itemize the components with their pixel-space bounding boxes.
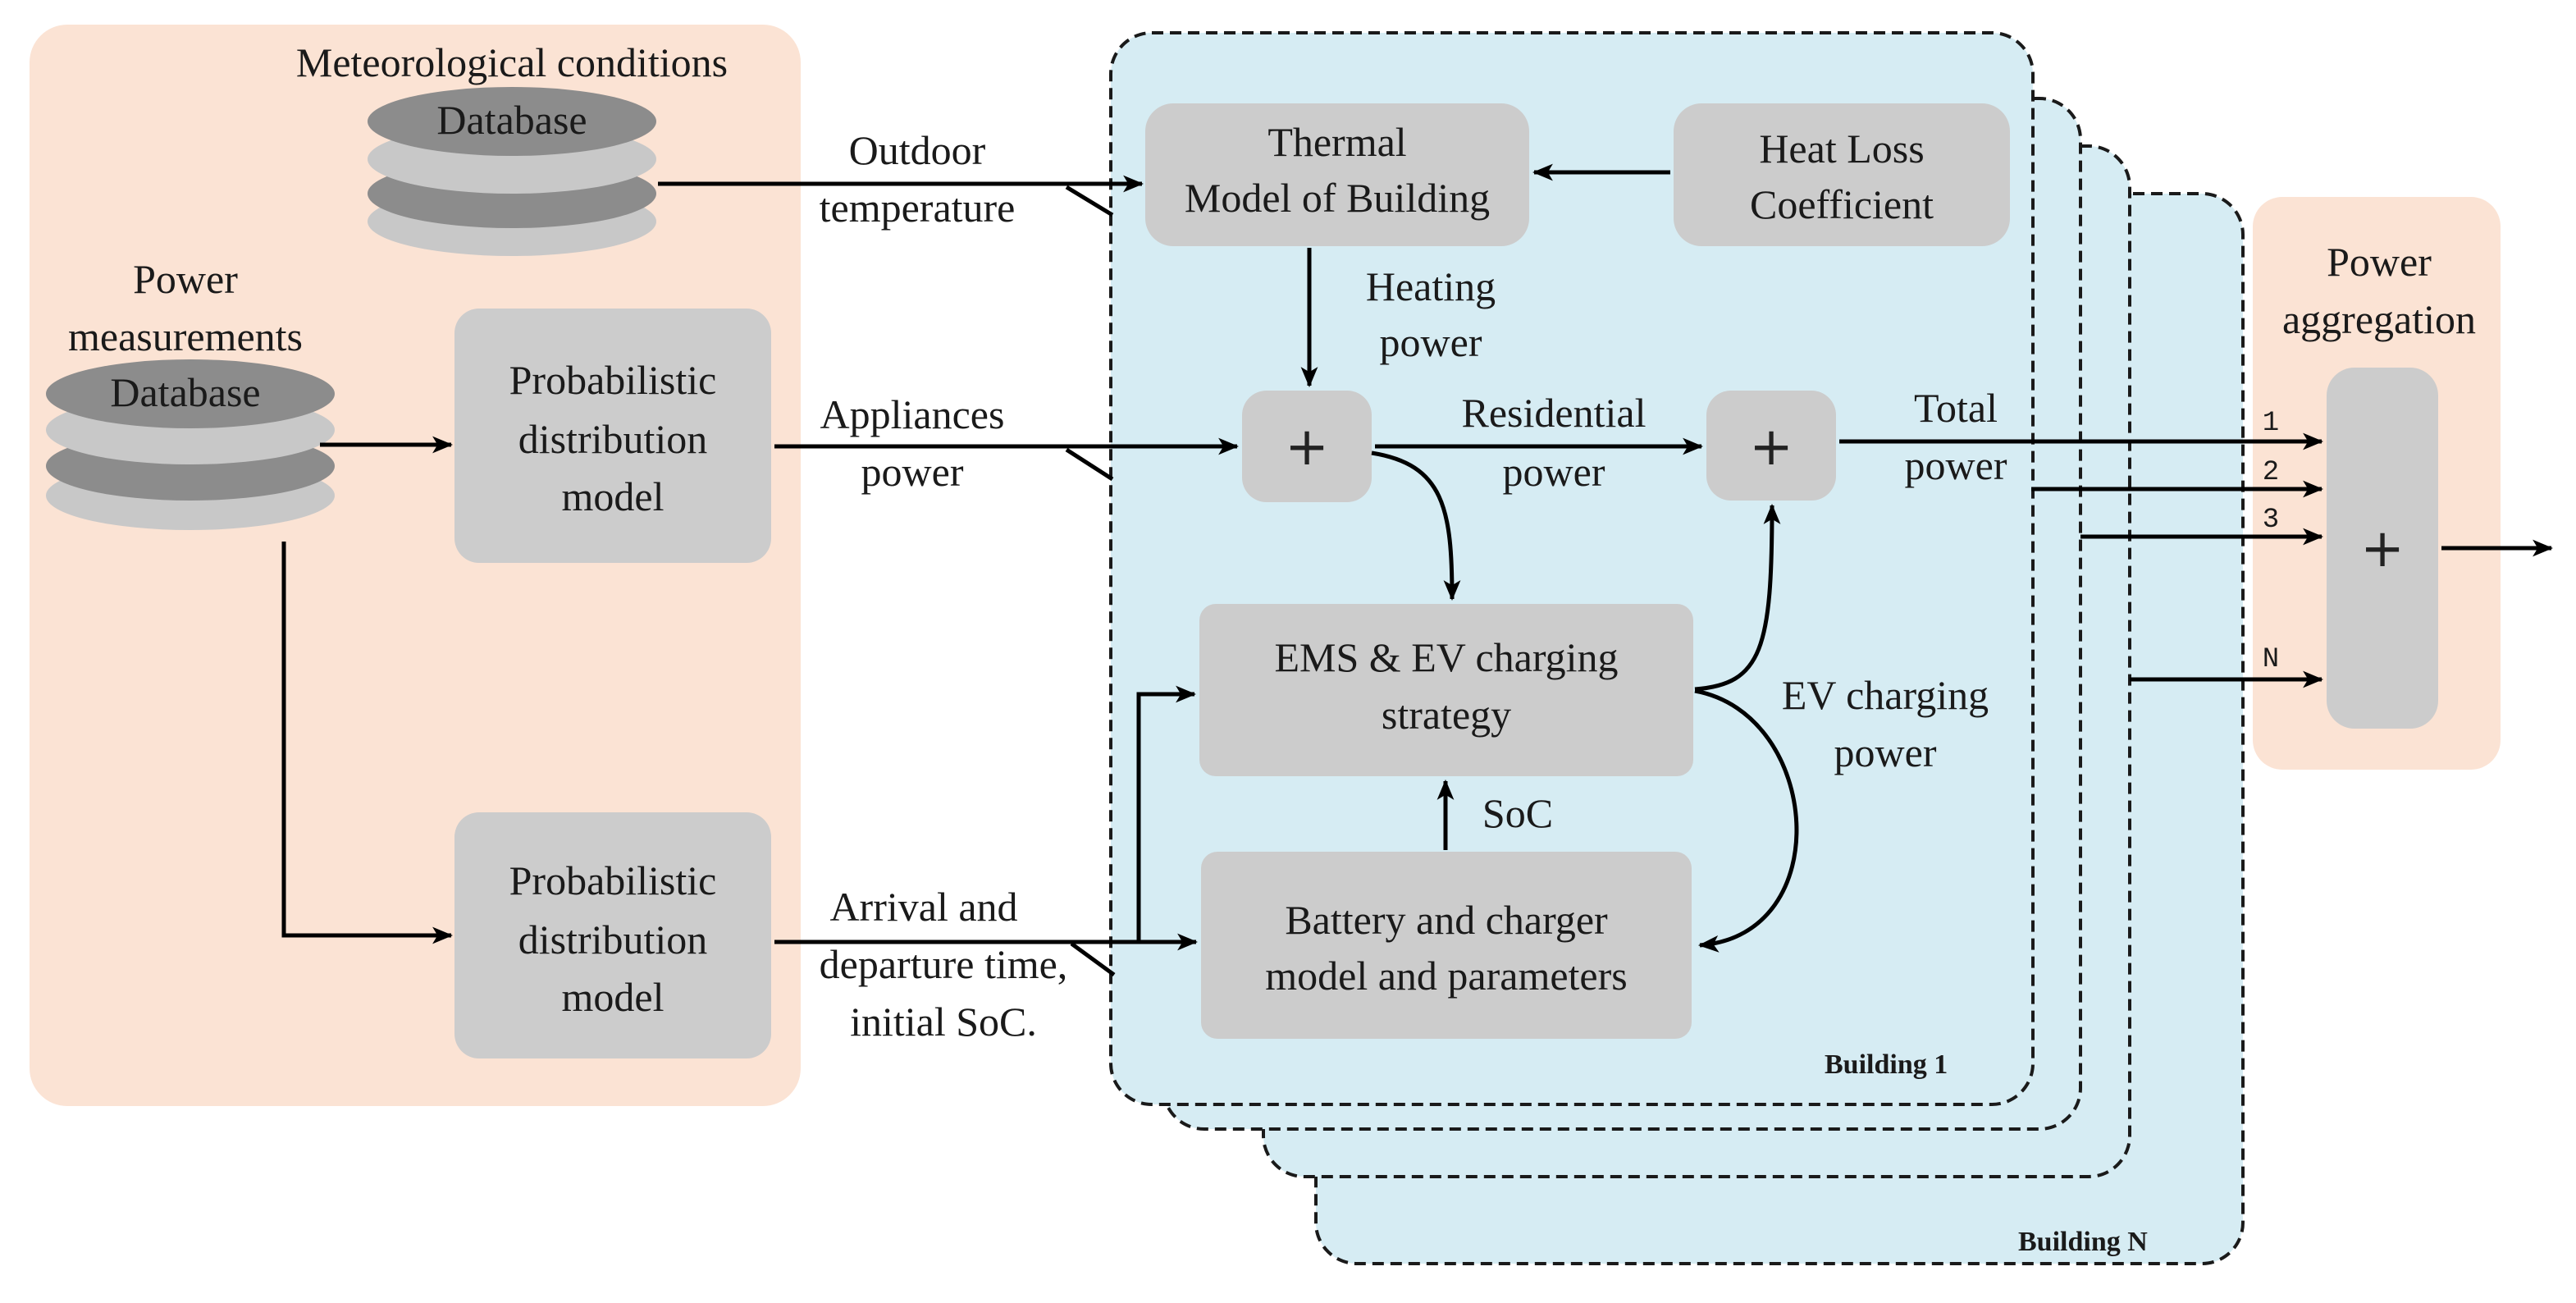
battery-block [1201, 852, 1692, 1039]
outdoor-temp-line1: Outdoor [849, 127, 986, 173]
power-title-line2: measurements [68, 313, 303, 359]
outdoor-temp-tick [1065, 185, 1114, 217]
sum-2-block [1706, 391, 1836, 501]
arrival-tick [1070, 941, 1116, 977]
prob-model-2-line2: distribution [518, 917, 708, 962]
prob-model-2-line1: Probabilistic [509, 857, 717, 903]
residential-power-line2: power [1503, 449, 1605, 495]
prob-model-1-line3: model [562, 473, 665, 519]
building-n-label: Building N [2018, 1227, 2148, 1257]
sum-2-symbol: + [1749, 417, 1793, 478]
battery-line1: Battery and charger [1285, 897, 1608, 943]
ev-charging-power-wire [1694, 688, 1799, 953]
aggregation-title-line1: Power [2327, 239, 2432, 285]
sum-1-symbol: + [1285, 417, 1329, 478]
heating-power-line1: Heating [1366, 263, 1496, 309]
ems-block [1199, 604, 1693, 776]
power-database-label: Database [110, 369, 260, 415]
arrival-line3: initial SoC. [850, 999, 1037, 1045]
aggregation-sum-block [2327, 368, 2438, 729]
prob-model-1-block [454, 309, 771, 563]
arrival-line2: departure time, [820, 941, 1068, 987]
arrival-line1: Arrival and [829, 884, 1017, 930]
thermal-model-block [1145, 103, 1529, 246]
prob-model-2-block [454, 812, 771, 1058]
battery-line2: model and parameters [1265, 953, 1627, 999]
appliances-power-line1: Appliances [820, 391, 1005, 437]
ems-to-sum2-wire [1694, 503, 1781, 692]
aggregation-title-line2: aggregation [2282, 296, 2476, 342]
soc-label: SoC [1482, 790, 1553, 836]
heat-loss-block [1674, 103, 2010, 246]
appliances-power-line2: power [861, 449, 964, 495]
total-power-line2: power [1905, 442, 2007, 488]
ev-charging-power-line1: EV charging [1782, 672, 1989, 718]
meteo-database-icon [368, 87, 656, 256]
power-database-icon [46, 359, 335, 530]
heat-loss-line2: Coefficient [1750, 181, 1934, 227]
thermal-model-line2: Model of Building [1185, 175, 1490, 221]
port-2-label: 2 [2263, 457, 2279, 488]
db-to-model2-wire [281, 542, 454, 944]
ems-line2: strategy [1382, 692, 1511, 738]
total-power-line1: Total [1914, 385, 1998, 431]
thermal-model-line1: Thermal [1267, 119, 1406, 165]
sum1-to-ems-wire [1371, 450, 1461, 601]
power-title-line1: Power [133, 256, 238, 302]
meteo-title: Meteorological conditions [296, 39, 728, 85]
port-1-label: 1 [2263, 408, 2279, 439]
aggregation-sum-symbol: + [2360, 519, 2405, 579]
ev-charging-power-line2: power [1834, 729, 1937, 775]
heating-power-line2: power [1380, 319, 1482, 365]
heat-loss-line1: Heat Loss [1759, 126, 1924, 171]
arrival-to-ems-wire [1136, 685, 1197, 942]
meteo-database-label: Database [436, 97, 587, 143]
prob-model-1-line1: Probabilistic [509, 357, 717, 403]
building-1-panel [1109, 31, 2035, 1106]
building-1-label: Building 1 [1825, 1049, 1948, 1080]
prob-model-1-line2: distribution [518, 416, 708, 462]
outdoor-temp-line2: temperature [820, 185, 1016, 231]
ems-line1: EMS & EV charging [1275, 634, 1619, 680]
appliances-power-tick [1065, 447, 1114, 482]
prob-model-2-line3: model [562, 974, 665, 1020]
port-n-label: N [2263, 644, 2279, 675]
residential-power-line1: Residential [1462, 390, 1647, 436]
port-3-label: 3 [2263, 505, 2279, 536]
sum-1-block [1242, 391, 1372, 502]
